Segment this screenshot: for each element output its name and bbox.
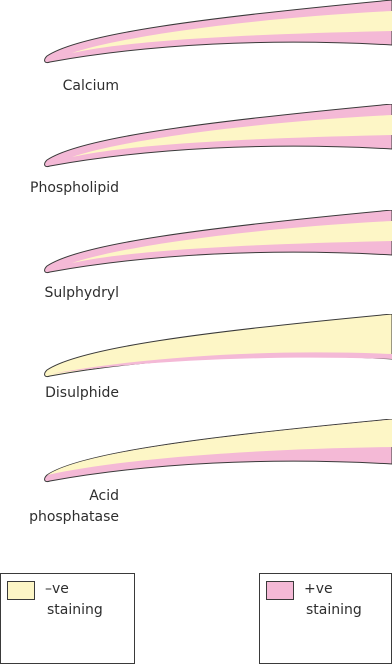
fiber-acid-phosphatase bbox=[0, 419, 392, 494]
stain-label-disulphide: Disulphide bbox=[45, 383, 119, 404]
legend-positive-staining: +ve staining bbox=[259, 573, 392, 664]
legend-positive-swatch bbox=[266, 581, 294, 600]
legend-positive-line2: staining bbox=[306, 600, 362, 621]
stain-panel-acid-phosphatase: Acid phosphatase bbox=[0, 419, 392, 549]
stain-label-acid-line2: phosphatase bbox=[29, 507, 119, 528]
fiber-disulphide bbox=[0, 314, 392, 389]
stain-label-acid-phosphatase: Acid phosphatase bbox=[29, 486, 119, 528]
stain-panel-disulphide: Disulphide bbox=[0, 314, 392, 410]
stain-panel-calcium: Calcium bbox=[0, 0, 392, 110]
stain-panel-sulphydryl: Sulphydryl bbox=[0, 210, 392, 306]
stain-label-sulphydryl: Sulphydryl bbox=[44, 283, 119, 304]
stain-label-phospholipid: Phospholipid bbox=[30, 178, 119, 199]
legend-negative-line1: –ve bbox=[45, 579, 103, 600]
fiber-sulphydryl bbox=[0, 210, 392, 285]
legend-negative-text: –ve staining bbox=[45, 579, 103, 621]
legend-positive-text: +ve staining bbox=[304, 579, 362, 621]
legend-negative-line2: staining bbox=[47, 600, 103, 621]
fiber-phospholipid bbox=[0, 104, 392, 179]
legend-negative-staining: –ve staining bbox=[0, 573, 135, 664]
stain-label-calcium: Calcium bbox=[63, 76, 119, 97]
fiber-calcium bbox=[0, 0, 392, 75]
legend-negative-swatch bbox=[7, 581, 35, 600]
legend-positive-line1: +ve bbox=[304, 579, 362, 600]
stain-panel-phospholipid: Phospholipid bbox=[0, 104, 392, 200]
stain-label-acid-line1: Acid bbox=[29, 486, 119, 507]
